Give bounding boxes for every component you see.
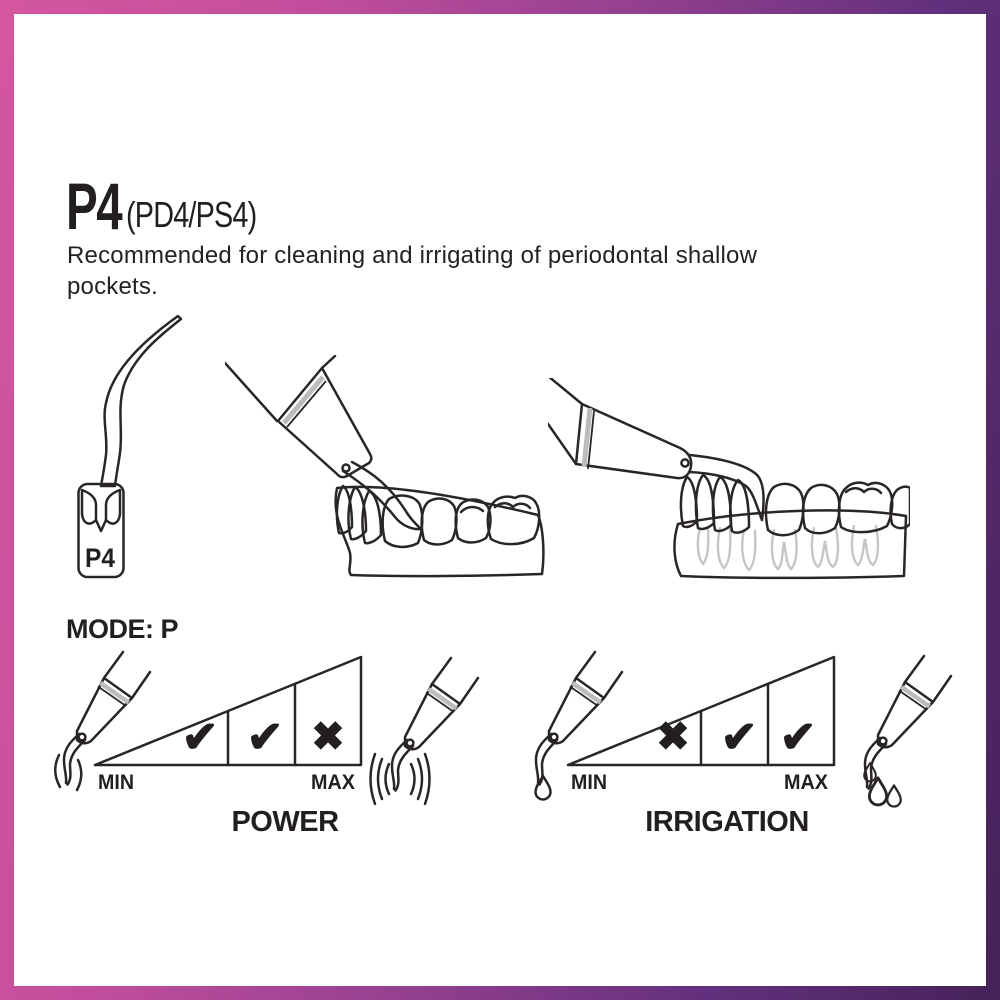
product-variants: (PD4/PS4) [126, 194, 257, 235]
tip-needle [99, 314, 183, 488]
check-icon: ✔ [182, 713, 219, 762]
tooth [454, 498, 492, 544]
tip-base [77, 482, 125, 579]
handpiece-cone [574, 402, 693, 480]
vibration-arcs [369, 752, 431, 806]
tip-base-notch-right [104, 488, 122, 525]
power-gauge-label: POWER [231, 806, 339, 838]
scaler-tip-curve [688, 453, 765, 522]
tip-base-notch-left [80, 488, 98, 525]
tooth-molar [486, 494, 541, 546]
tooth [361, 489, 383, 545]
tooth-partial [889, 485, 910, 530]
gum [673, 509, 908, 580]
tooth-molar [837, 481, 894, 534]
handpiece-body-line [548, 422, 578, 466]
cross-icon: ✖ [311, 715, 345, 759]
tooth-groove [459, 505, 485, 514]
usage-illustration-pocket [548, 378, 910, 580]
handpiece-body-line [548, 378, 584, 406]
tooth-groove [844, 487, 883, 495]
tooth [729, 478, 751, 534]
irrigation-gauge: ✖ ✔ ✔ MIN MAX [566, 655, 836, 794]
handpiece-high-vibration-icon [369, 658, 480, 806]
description-line-2: pockets. [67, 273, 158, 300]
handpiece-stripe-line [286, 380, 327, 428]
check-icon: ✔ [780, 713, 817, 762]
usage-illustration-angled [225, 355, 545, 578]
scaler-tip-curve [687, 470, 764, 522]
handpiece-multi-drop-icon [845, 656, 960, 808]
tooth [764, 482, 805, 537]
tooth-roots [696, 524, 880, 572]
tooth [679, 475, 699, 529]
check-icon: ✔ [721, 713, 758, 762]
small-vibration-arc [54, 753, 62, 789]
small-vibration-arc [75, 758, 83, 792]
product-code-title: P4 [66, 169, 123, 243]
handpiece-low-vibration-icon [54, 652, 152, 792]
card-canvas [14, 14, 986, 986]
scaler-tip-curve [341, 469, 423, 531]
handpiece-stripe [581, 407, 593, 468]
tooth [801, 483, 841, 535]
tooth [381, 494, 424, 549]
max-label: MAX [784, 771, 828, 794]
tip-label: P4 [85, 543, 115, 573]
description-line-1: Recommended for cleaning and irrigating … [67, 242, 758, 269]
tooth [347, 485, 368, 541]
min-label: MIN [98, 771, 134, 794]
max-label: MAX [311, 771, 355, 794]
handpiece-cone [276, 366, 373, 479]
scaler-tip-curve [350, 460, 423, 531]
tooth [711, 475, 733, 533]
scaler-tip-illustration: P4 [77, 314, 183, 579]
tooth-groove [493, 502, 532, 510]
cross-icon: ✖ [656, 715, 690, 759]
tooth [420, 497, 458, 546]
irrigation-gauge-label: IRRIGATION [645, 806, 809, 838]
check-icon: ✔ [247, 713, 284, 762]
handpiece-single-drop-icon [524, 652, 624, 801]
mode-label: MODE: P [66, 614, 179, 644]
handpiece-body-line [320, 355, 337, 370]
handpiece-stripe [282, 375, 325, 425]
power-gauge: ✔ ✔ ✖ MIN MAX [93, 655, 363, 794]
tooth [694, 473, 716, 531]
tip-base-notch-v [94, 518, 108, 533]
handpiece-body-line [225, 361, 279, 423]
handpiece-stripe-line [587, 410, 595, 470]
tip-collar [680, 458, 690, 468]
min-label: MIN [571, 771, 607, 794]
product-description: Recommended for cleaning and irrigating … [67, 240, 757, 302]
